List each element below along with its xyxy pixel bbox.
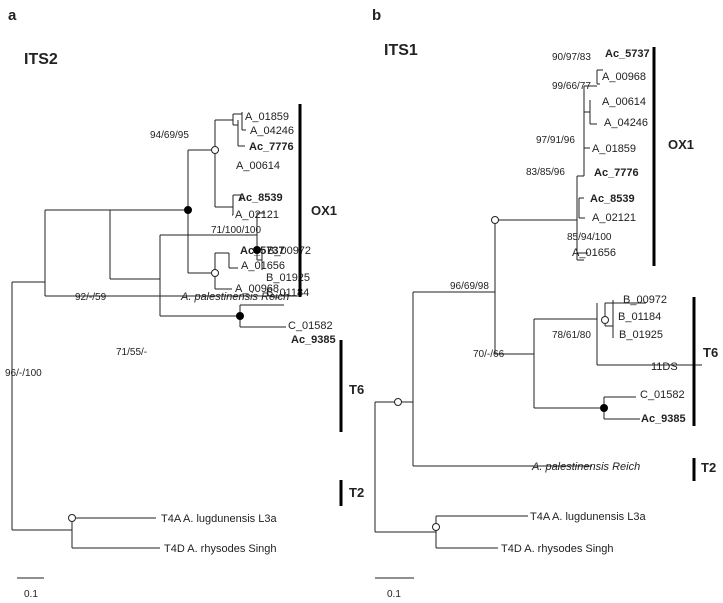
clade-label-t2: T2 [349,485,364,500]
leaf-label: B_01925 [266,272,310,284]
leaf-label: Ac_8539 [238,192,283,204]
support-value: 90/97/83 [552,52,591,63]
clade-label-t6: T6 [703,345,718,360]
clade-label-ox1: OX1 [311,203,337,218]
leaf-label: A_01656 [241,260,285,272]
leaf-label: Ac_7776 [594,167,639,179]
leaf-label: A_04246 [604,117,648,129]
leaf-label: T4A A. lugdunensis L3a [530,511,646,523]
leaf-label: B_01184 [618,311,661,323]
support-value: 97/91/96 [536,135,575,146]
filled-node-marker [600,404,608,412]
panel-a: a ITS2 [5,7,364,600]
support-value: 78/61/80 [552,330,591,341]
leaf-label: Ac_9385 [291,334,336,346]
open-node-marker [432,523,440,531]
support-value: 85/94/100 [567,232,612,243]
node-markers-b [394,216,609,531]
leaf-label: C_01582 [640,389,685,401]
open-node-marker [601,316,609,324]
scale-bar-label: 0.1 [387,589,401,600]
clade-markers-b: OX1 T6 T2 [652,47,718,481]
panel-letter-a: a [8,7,17,24]
clade-label-t6: T6 [349,382,364,397]
leaf-label: A. palestinensis Reich [531,461,640,473]
open-node-marker [394,398,402,406]
support-value: 96/-/100 [5,368,42,379]
leaf-label: B_00972 [267,245,311,257]
leaf-label: Ac_5737 [240,245,285,257]
leaf-label: A_04246 [250,125,294,137]
leaf-label: B_01184 [266,287,309,299]
support-value: 71/100/100 [211,225,261,236]
leaf-label: B_00972 [623,294,667,306]
tree-branches-a [11,112,298,579]
open-node-marker [68,514,76,522]
panel-letter-b: b [372,7,381,24]
leaf-label: A_01859 [245,111,289,123]
panel-title-its1: ITS1 [384,42,418,59]
leaf-label: T4A A. lugdunensis L3a [161,513,277,525]
leaf-label: Ac_7776 [249,141,294,153]
filled-node-marker [184,206,192,214]
support-value: 94/69/95 [150,130,189,141]
leaf-label: A_01656 [572,247,616,259]
support-value: 99/66/77 [552,81,591,92]
leaf-label: T4D A. rhysodes Singh [501,543,614,555]
support-value: 96/69/98 [450,281,489,292]
node-markers-a [68,146,261,522]
leaf-label: Ac_9385 [641,413,686,425]
support-value: 92/-/59 [75,292,107,303]
leaf-label: A_00614 [602,96,646,108]
open-node-marker [491,216,499,224]
clade-label-t2: T2 [701,460,716,475]
support-value: 71/55/- [116,347,147,358]
leaf-label: Ac_5737 [605,48,650,60]
leaf-label: A_02121 [235,209,279,221]
support-values-b: 90/97/83 99/66/77 97/91/96 83/85/96 85/9… [450,52,612,360]
leaf-label: A_00968 [602,71,646,83]
leaf-label: A_02121 [592,212,636,224]
leaf-label: A_01859 [592,143,636,155]
tree-branches-b [374,69,702,579]
filled-node-marker [253,246,261,254]
open-node-marker [211,146,219,154]
open-node-marker [211,269,219,277]
panel-title-its2: ITS2 [24,51,58,68]
filled-node-marker [236,312,244,320]
support-value: 83/85/96 [526,167,565,178]
support-values-a: 94/69/95 71/100/100 92/-/59 71/55/- 96/-… [5,130,261,379]
scale-bar-label: 0.1 [24,589,38,600]
leaf-label: Ac_8539 [590,193,635,205]
leaf-label: A_00968 [235,283,279,295]
panel-b: b ITS1 [372,7,718,600]
leaf-label: C_01582 [288,320,333,332]
clade-label-ox1: OX1 [668,137,694,152]
leaf-label: A. palestinensis Reich [180,291,289,303]
leaf-label: A_00614 [236,160,280,172]
support-value: 70/-/66 [473,349,505,360]
clade-markers-a: OX1 T6 T2 [298,104,364,506]
leaf-labels-b: Ac_5737 A_00968 A_00614 A_04246 A_01859 … [501,48,686,555]
leaf-label: B_01925 [619,329,663,341]
leaf-label: 11DS [651,361,678,373]
leaf-label: T4D A. rhysodes Singh [164,543,277,555]
leaf-labels-a: A_01859 A_04246 Ac_7776 A_00614 Ac_8539 … [161,111,336,555]
